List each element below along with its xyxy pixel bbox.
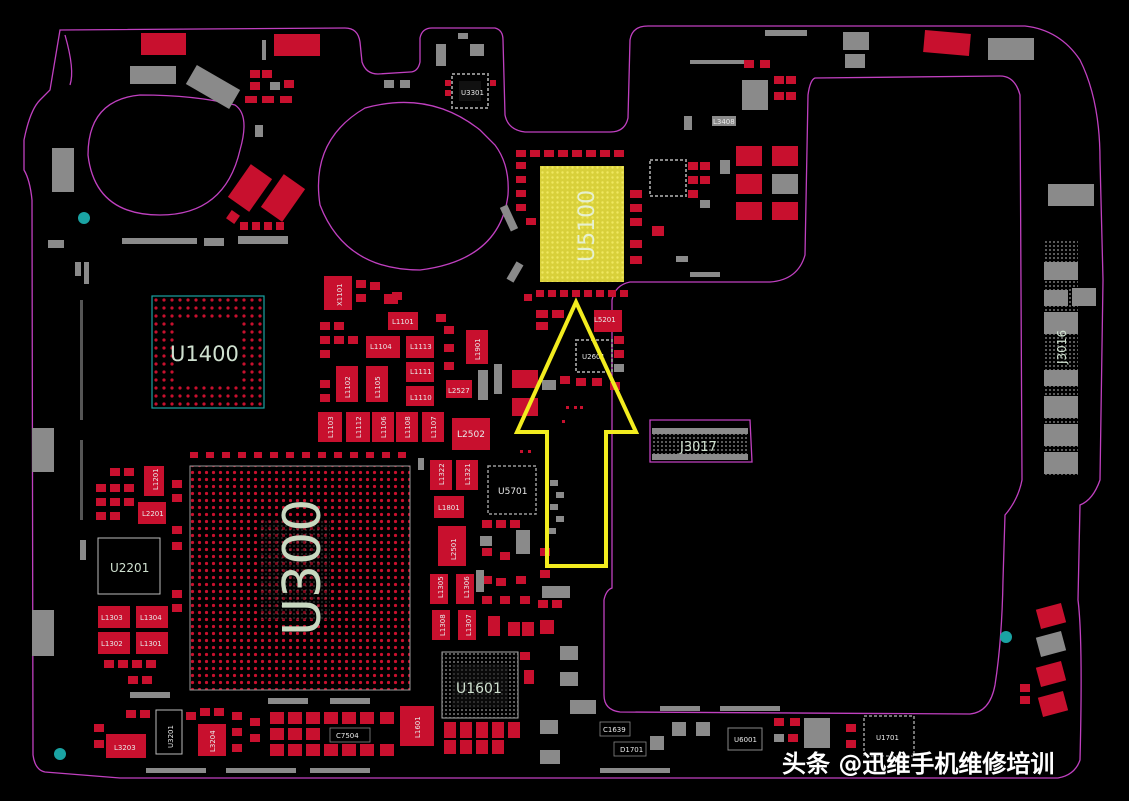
u6001-label: U6001 bbox=[734, 736, 757, 744]
l1304-label: L1304 bbox=[140, 614, 162, 622]
l1107-label: L1107 bbox=[430, 416, 438, 438]
inductor-group: X1101 L1101 L1104 L1113 L1111 L1110 L110… bbox=[318, 276, 502, 450]
l1305-label: L1305 bbox=[437, 576, 445, 598]
u3301-region: U3301 bbox=[384, 33, 496, 109]
top-right-components: L3408 bbox=[630, 30, 1094, 277]
l1103-label: L1103 bbox=[327, 416, 335, 438]
l1303-label: L1303 bbox=[101, 614, 123, 622]
u2201-label: U2201 bbox=[110, 561, 149, 575]
u3301-label: U3301 bbox=[461, 89, 484, 97]
u1701-label: U1701 bbox=[876, 734, 899, 742]
l1322-label: L1322 bbox=[438, 463, 446, 485]
l1105-label: L1105 bbox=[374, 376, 382, 398]
svg-text:L3408: L3408 bbox=[713, 118, 735, 126]
right-side-components: J3016 bbox=[1020, 240, 1096, 718]
l2201-label: L2201 bbox=[142, 510, 164, 518]
l3203-label: L3203 bbox=[114, 744, 136, 752]
l1106-label: L1106 bbox=[380, 416, 388, 438]
l1321-label: L1321 bbox=[464, 463, 472, 485]
l2527-label: L2527 bbox=[448, 387, 470, 395]
u1400-label: U1400 bbox=[170, 342, 239, 366]
board-outline bbox=[23, 25, 1104, 779]
l1901-label: L1901 bbox=[474, 338, 482, 360]
l5201-label: L5201 bbox=[594, 316, 616, 324]
x1101-label: X1101 bbox=[336, 283, 344, 306]
top-left-components bbox=[48, 33, 320, 284]
l1201-label: L1201 bbox=[152, 468, 160, 490]
l2502-label: L2502 bbox=[457, 430, 485, 440]
c7504-label: C7504 bbox=[336, 732, 359, 740]
u5701-label: U5701 bbox=[498, 487, 528, 497]
l1302-label: L1302 bbox=[101, 640, 123, 648]
j3017-label: J3017 bbox=[679, 440, 717, 455]
l1308-label: L1308 bbox=[439, 614, 447, 636]
u5100-label: U5100 bbox=[575, 190, 600, 262]
u300-chip: U300 bbox=[189, 452, 424, 691]
j3016-label: J3016 bbox=[1055, 330, 1069, 365]
u2601-label: U2601 bbox=[582, 353, 605, 361]
u5100-chip: U5100 bbox=[499, 150, 628, 301]
u1601-chip: U1601 L1601 bbox=[400, 651, 520, 754]
l1111-label: L1111 bbox=[410, 368, 432, 376]
l1112-label: L1112 bbox=[355, 416, 363, 438]
l1801-label: L1801 bbox=[438, 504, 460, 512]
l1101-label: L1101 bbox=[392, 318, 414, 326]
c1639-label: C1639 bbox=[603, 726, 626, 734]
fiducials bbox=[54, 212, 1012, 760]
d1701-label: D1701 bbox=[620, 746, 643, 754]
l2501-label: L2501 bbox=[450, 538, 458, 560]
bottom-row-components: L3203 U3201 L3204 C7504 bbox=[94, 692, 915, 773]
j3017-connector: J3017 bbox=[652, 428, 748, 460]
u3201-label: U3201 bbox=[167, 725, 175, 748]
l1110-label: L1110 bbox=[410, 394, 432, 402]
u1601-label: U1601 bbox=[456, 681, 502, 697]
l1601-label: L1601 bbox=[414, 716, 422, 738]
watermark-text: 头条 @迅维手机维修培训 bbox=[782, 750, 1055, 778]
l1301-label: L1301 bbox=[140, 640, 162, 648]
l1102-label: L1102 bbox=[344, 376, 352, 398]
u1400-chip: U1400 bbox=[151, 295, 265, 409]
l1113-label: L1113 bbox=[410, 343, 432, 351]
center-components: L1322 L1321 L1801 U5701 L2501 L1305 L130… bbox=[430, 450, 596, 714]
l1306-label: L1306 bbox=[463, 576, 471, 598]
left-column-components: L1201 L2201 U2201 L1303 L1304 L1302 L130… bbox=[32, 300, 182, 684]
l1104-label: L1104 bbox=[370, 343, 392, 351]
pointer-arrow bbox=[513, 297, 640, 568]
l1108-label: L1108 bbox=[404, 416, 412, 438]
u300-label: U300 bbox=[273, 499, 333, 636]
l3204-label: L3204 bbox=[209, 730, 217, 752]
l1307-label: L1307 bbox=[465, 614, 473, 636]
